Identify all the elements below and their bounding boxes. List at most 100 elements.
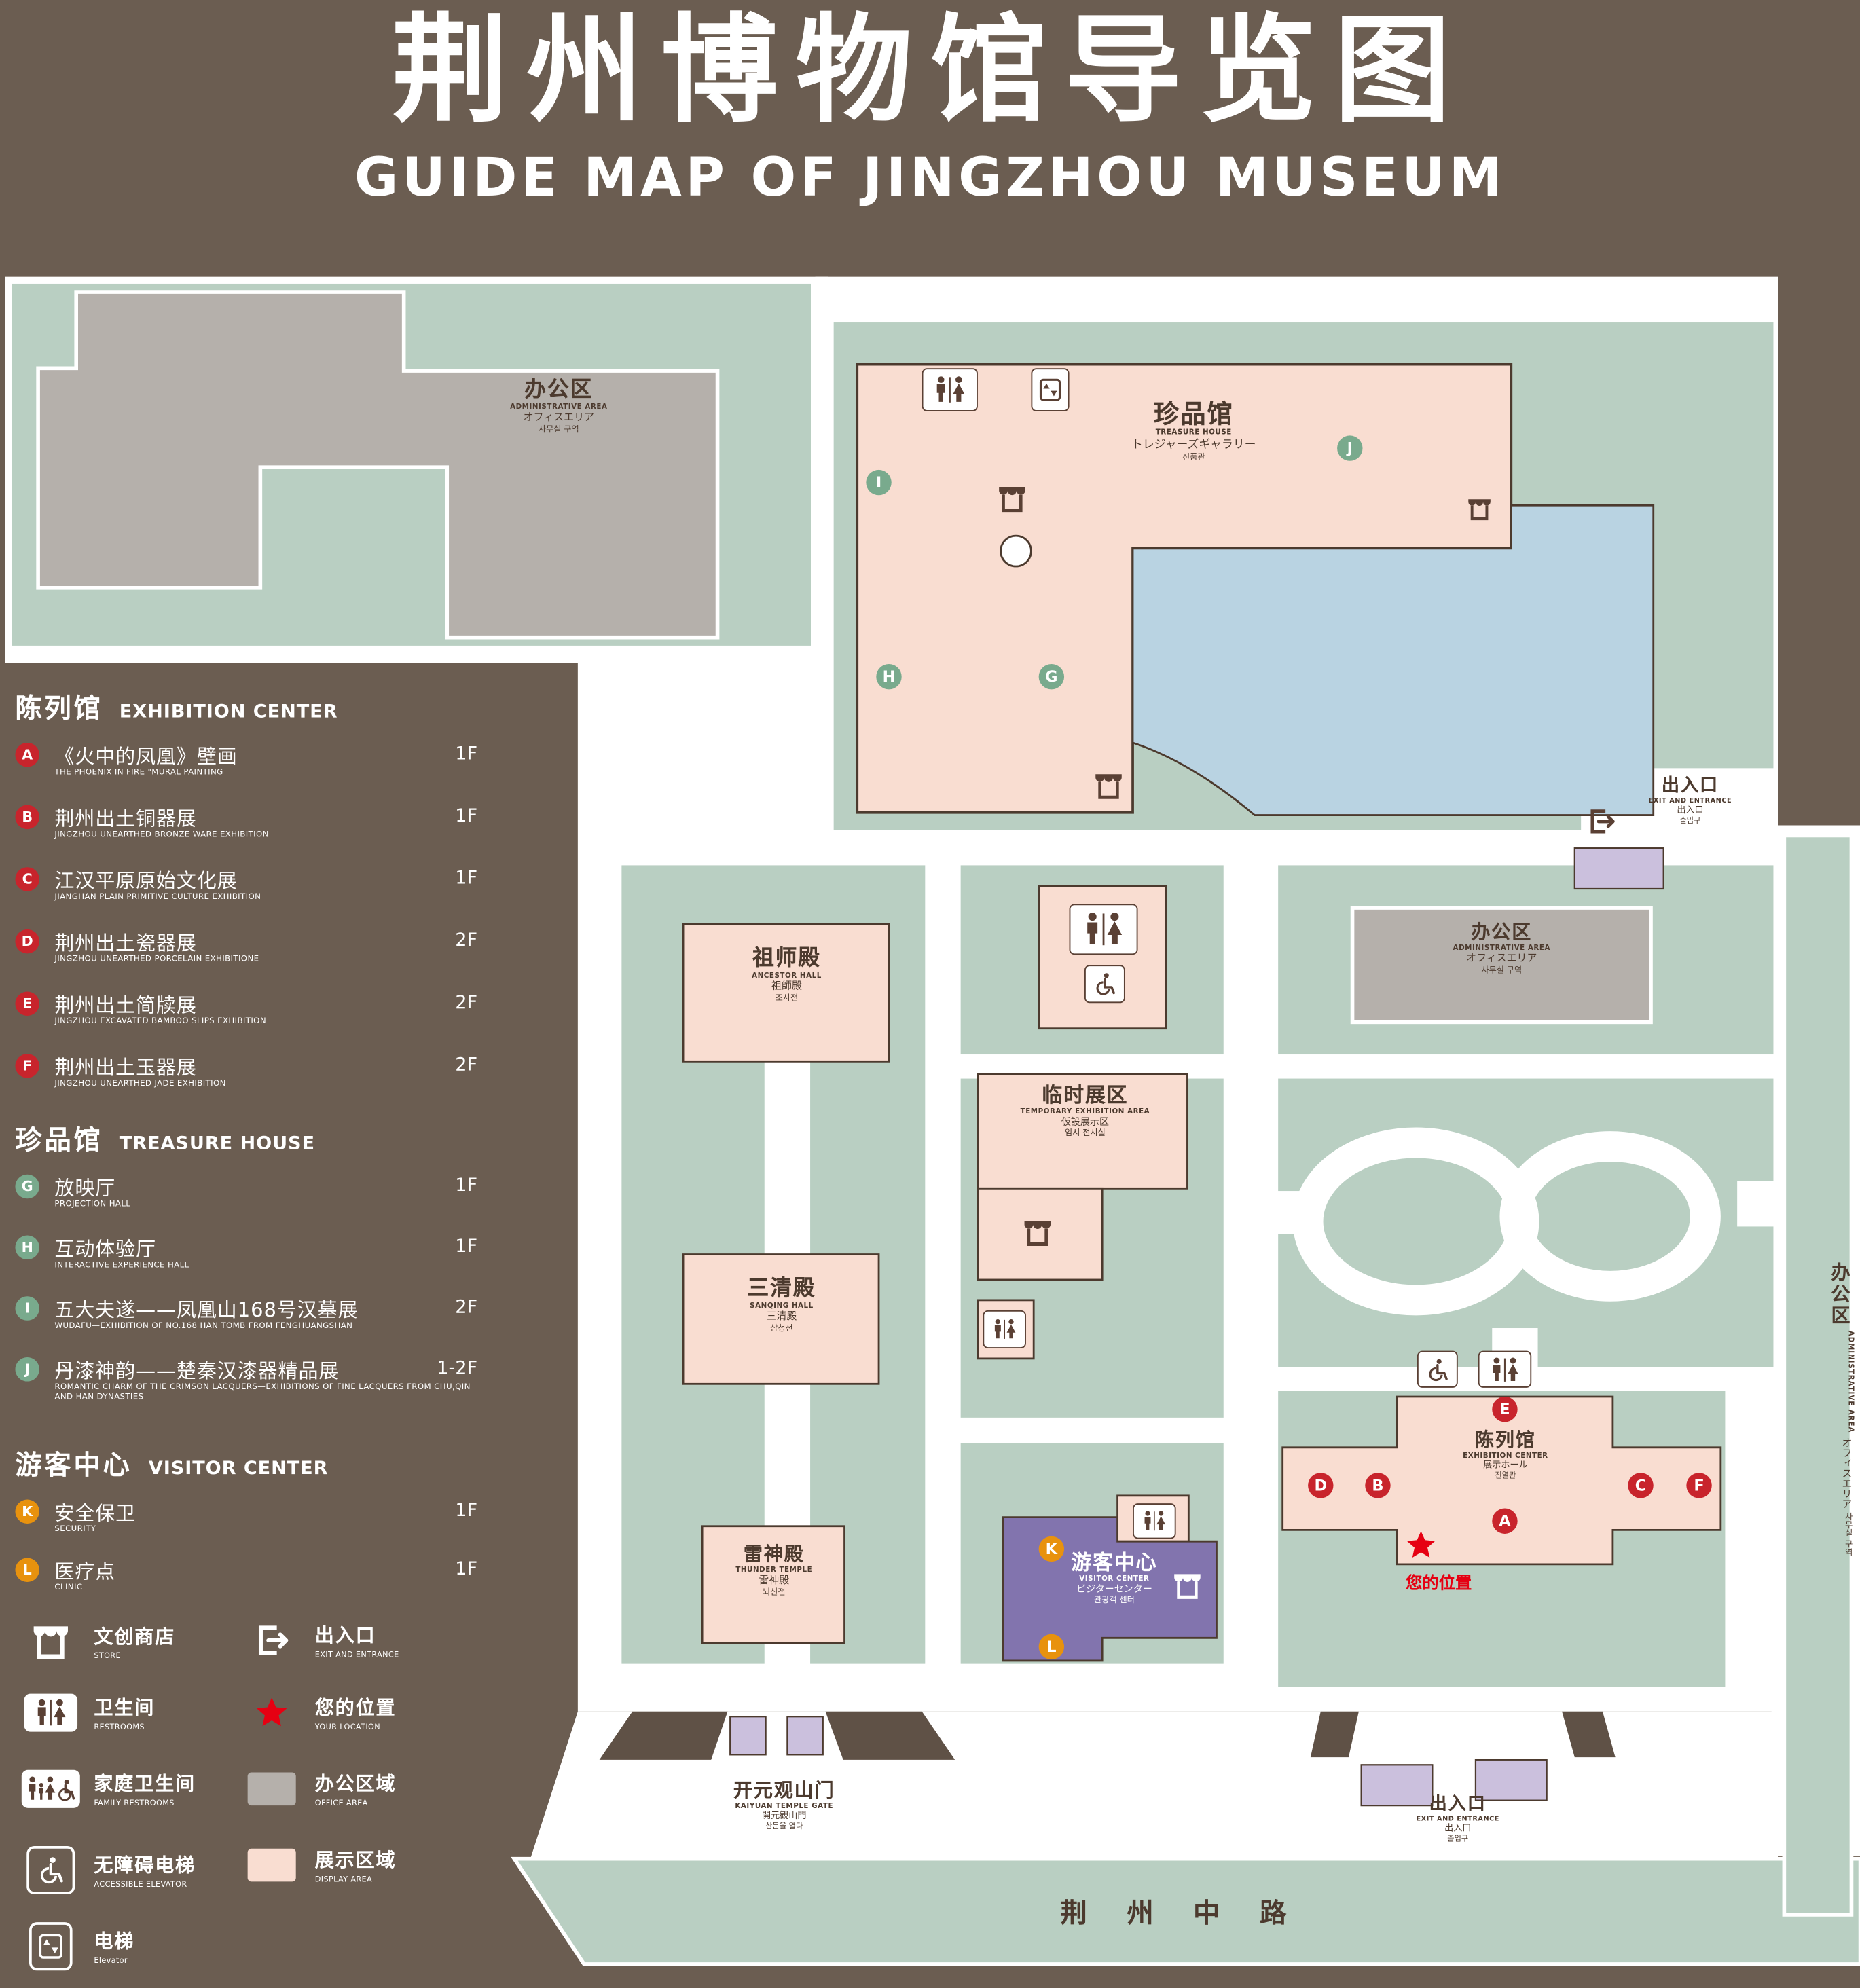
legend-item-I: I 五大夫遂——凤凰山168号汉墓展 2F WUDAFU—EXHIBITION … [13, 1295, 511, 1350]
label-admin-mid: 办公区 ADMINISTRATIVE AREA オフィスエリア 사무실 구역 [1372, 921, 1632, 976]
legend-section-title-en: VISITOR CENTER [148, 1458, 329, 1479]
store-icon [20, 1620, 81, 1663]
legend-icon-label-en: YOUR LOCATION [314, 1723, 380, 1732]
label-visitor-ko: 관광객 센터 [1094, 1595, 1135, 1606]
legend-item-zh: 荆州出土铜器展 [54, 807, 197, 830]
your-location-star-icon [1404, 1528, 1438, 1562]
building-sanqing-hall [682, 1253, 880, 1385]
label-gate-ja: 開元観山門 [762, 1810, 807, 1821]
map-marker-J: J [1337, 435, 1363, 461]
label-exit-top: 出入口 EXIT AND ENTRANCE 出入口 출입구 [1620, 775, 1760, 826]
legend-item-floor: 1F [455, 806, 478, 827]
display-area-swatch [247, 1848, 296, 1882]
legend-item-K: K 安全保卫 1F SECURITY [13, 1498, 511, 1554]
label-gate-en: KAIYUAN TEMPLE GATE [735, 1803, 834, 1811]
label-exit-top-ja: 出入口 [1677, 805, 1704, 816]
legend-item-J: J 丹漆神韵——楚秦汉漆器精品展 1-2F ROMANTIC CHARM OF … [13, 1356, 511, 1435]
label-road: 荆 州 中 路 [864, 1899, 1499, 1930]
legend-icon-exit: 出入口 EXIT AND ENTRANCE [241, 1620, 399, 1661]
label-gate-ko: 산문을 열다 [765, 1822, 803, 1831]
label-admin-top-zh: 办公区 [524, 377, 594, 403]
legend-icon-label-en: FAMILY RESTROOMS [94, 1799, 175, 1808]
legend-item-en: ROMANTIC CHARM OF THE CRIMSON LACQUERS—E… [54, 1382, 471, 1402]
legend-item-zh: 五大夫遂——凤凰山168号汉墓展 [54, 1299, 359, 1322]
legend-marker-E: E [15, 991, 39, 1016]
label-exit-bottom-zh: 出入口 [1429, 1794, 1487, 1815]
legend-item-en: INTERACTIVE EXPERIENCE HALL [54, 1260, 189, 1270]
legend-section-exhibition: 陈列馆 EXHIBITION CENTER [15, 688, 338, 726]
legend-item-floor: 1F [455, 1501, 478, 1522]
map-marker-E: E [1492, 1397, 1518, 1422]
legend-icon-label-zh: 出入口 [314, 1623, 376, 1647]
label-sanqing-ja: 三清殿 [766, 1310, 797, 1323]
accessible-elevator-icon [1417, 1350, 1458, 1388]
label-sanqing-ko: 삼청전 [770, 1323, 793, 1333]
label-visitor-center: 游客中心 VISITOR CENTER ビジターセンター 관광객 센터 [1010, 1551, 1220, 1606]
label-treasure-en: TREASURE HOUSE [1155, 429, 1232, 438]
legend-icon-label-en: Elevator [94, 1956, 128, 1966]
gate-block-right [786, 1716, 824, 1756]
label-admin-mid-en: ADMINISTRATIVE AREA [1453, 944, 1550, 953]
map-marker-K: K [1038, 1536, 1065, 1562]
legend-icon-label-en: DISPLAY AREA [314, 1875, 373, 1885]
legend-icon-label-zh: 卫生间 [94, 1696, 156, 1719]
axis-path-1 [764, 1060, 811, 1257]
entrance-block-top [1573, 847, 1664, 890]
legend-item-floor: 1F [455, 743, 478, 765]
courtyard-admin-right [1782, 833, 1854, 1917]
legend-icon-label-en: STORE [94, 1651, 121, 1661]
family-restroom-icon [21, 1769, 80, 1808]
gate-block-left [729, 1716, 767, 1756]
legend-item-en: PROJECTION HALL [54, 1200, 131, 1209]
map-marker-G: G [1038, 664, 1065, 690]
legend-icon-label-en: RESTROOMS [94, 1723, 145, 1732]
legend-item-floor: 2F [455, 993, 478, 1014]
label-exit-top-zh: 出入口 [1661, 775, 1719, 796]
legend-icon-office-area: 办公区域 OFFICE AREA [241, 1770, 396, 1808]
legend-section-title-en: TREASURE HOUSE [119, 1133, 315, 1154]
label-temporary-ja: 仮設展示区 [1061, 1116, 1109, 1128]
legend-icon-elevator: 电梯 Elevator [20, 1922, 134, 1971]
restroom-icon [24, 1693, 78, 1732]
elevator-icon [29, 1922, 73, 1971]
legend-item-en: JINGZHOU EXCAVATED BAMBOO SLIPS EXHIBITI… [54, 1016, 267, 1026]
legend-item-floor: 2F [455, 930, 478, 951]
legend-item-zh: 互动体验厅 [54, 1238, 157, 1261]
legend-item-zh: 江汉平原原始文化展 [54, 869, 238, 893]
elevator-icon [1031, 368, 1070, 411]
label-temporary-ko: 임시 전시실 [1065, 1128, 1106, 1139]
label-gate-zh: 开元观山门 [733, 1778, 835, 1802]
legend-icon-store: 文创商店 STORE [20, 1620, 175, 1663]
road-jingzhou-middle [511, 1856, 1860, 1966]
legend-marker-H: H [15, 1235, 39, 1260]
legend-icon-restrooms: 卫生间 RESTROOMS [20, 1693, 156, 1732]
legend-item-zh: 医疗点 [54, 1560, 116, 1583]
label-kaiyuan-gate: 开元观山门 KAIYUAN TEMPLE GATE 開元観山門 산문을 열다 [654, 1780, 914, 1832]
legend-item-C: C 江汉平原原始文化展 1F JIANGHAN PLAIN PRIMITIVE … [13, 866, 511, 921]
label-ancestor-hall: 祖师殿 ANCESTOR HALL 祖師殿 조사전 [689, 946, 886, 1004]
entrance-block-bottom-left [1360, 1764, 1434, 1807]
legend-item-en: SECURITY [54, 1524, 96, 1534]
legend-item-en: JINGZHOU UNEARTHED JADE EXHIBITION [54, 1079, 226, 1088]
legend-section-title-en: EXHIBITION CENTER [119, 702, 338, 723]
label-visitor-zh: 游客中心 [1071, 1550, 1158, 1575]
restroom-icon [1478, 1350, 1532, 1388]
gate-wall-left [599, 1711, 728, 1760]
legend-icon-label-zh: 办公区域 [314, 1772, 397, 1796]
axis-path-2 [764, 1384, 811, 1530]
legend-item-zh: 荆州出土玉器展 [54, 1056, 197, 1080]
map-marker-L: L [1038, 1634, 1065, 1660]
legend-item-E: E 荆州出土简牍展 2F JINGZHOU EXCAVATED BAMBOO S… [13, 991, 511, 1046]
label-treasure-ja: トレジャーズギャラリー [1131, 439, 1256, 452]
legend-item-H: H 互动体验厅 1F INTERACTIVE EXPERIENCE HALL [13, 1234, 511, 1290]
legend-item-zh: 荆州出土瓷器展 [54, 932, 197, 955]
legend-item-floor: 1F [455, 1236, 478, 1257]
garden-path-stub-left [1276, 1191, 1315, 1234]
office-area-swatch [247, 1772, 296, 1806]
label-admin-right-ko: 사무실 구역 [1842, 1512, 1853, 1556]
restroom-icon [1133, 1503, 1176, 1539]
legend-item-en: JIANGHAN PLAIN PRIMITIVE CULTURE EXHIBIT… [54, 892, 261, 902]
label-exhibition-ko: 진열관 [1495, 1471, 1516, 1481]
map-marker-H: H [876, 664, 902, 690]
legend-item-floor: 1F [455, 1559, 478, 1580]
